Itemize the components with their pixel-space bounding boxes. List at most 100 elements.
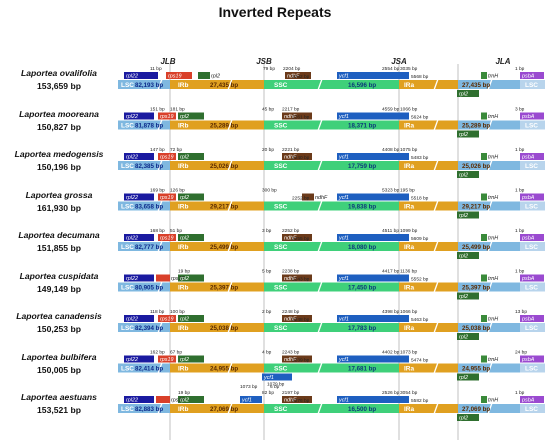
bp-annotation: 4 bp: [262, 350, 272, 356]
gene-rpl2: [457, 130, 479, 138]
break-marker: [227, 402, 233, 415]
segment-label-irb: IRb: [178, 123, 189, 130]
lsc-length: 82,883 bp: [135, 406, 163, 413]
bp-annotation: 5 bp: [262, 269, 272, 275]
ira-length: 25,499 bp: [462, 244, 490, 251]
junction-label-jla: JLA: [495, 57, 511, 66]
segment-label-ssc: SSC: [274, 285, 288, 292]
segment-label-irb: IRb: [178, 163, 189, 170]
break-marker: [487, 402, 493, 415]
segment-lsc-right: [458, 323, 520, 332]
break-marker: [433, 321, 439, 334]
gene-rps19: [158, 315, 176, 322]
bp-annotation: 1066 bp: [400, 107, 418, 113]
bp-annotation: 151 bp: [150, 107, 165, 113]
genome-size: 150,196 bp: [37, 162, 81, 172]
segment-ssc: [264, 242, 337, 251]
gene-label: ndhF: [284, 398, 297, 404]
species-name: Laportea medogensis: [14, 149, 104, 159]
break-marker: [227, 78, 233, 91]
segment-label-irb: IRb: [178, 325, 189, 332]
gene-ycf1: [337, 72, 409, 79]
segment-lsc-left: [118, 242, 170, 251]
gene-rpl22: [124, 193, 154, 201]
gene-label: rpl2: [459, 416, 468, 422]
gene-rpl22: [124, 355, 154, 363]
species-row: [118, 193, 545, 219]
species-name: Laportea aestuans: [21, 392, 97, 402]
species-row: [118, 234, 545, 259]
segment-label-lsc-right: LSC: [525, 123, 538, 130]
gene-label: rpl2: [459, 92, 468, 98]
bp-annotation: 2238 bp: [282, 269, 300, 275]
gene-label: ndhF: [287, 74, 300, 80]
gene-label: trnH: [488, 236, 498, 242]
segment-lsc-right: [458, 404, 520, 413]
gene-label: ndhF: [284, 276, 297, 282]
species-name: Laportea canadensis: [16, 311, 102, 321]
bp-annotation: 1099 bp: [400, 228, 418, 234]
gene-rpl2: [178, 315, 204, 322]
gene-label: ndhF: [284, 236, 297, 242]
ira-length: 24,955 bp: [462, 366, 490, 373]
gene-label: ycf1: [338, 357, 349, 363]
break-marker: [487, 240, 493, 253]
gene-rpl2: [457, 252, 479, 259]
gene-label: trnH: [488, 317, 498, 323]
gene-psbA: [520, 153, 544, 160]
segment-label-lsc-right: LSC: [525, 163, 538, 170]
break-marker: [157, 402, 163, 415]
gene-label: rpl22: [126, 398, 138, 404]
segment-irb: [170, 161, 264, 170]
segment-lsc-left: [118, 120, 170, 130]
segment-ssc: [264, 323, 337, 332]
bp-annotation: 2204 bp: [283, 66, 301, 72]
lsc-length: 83,658 bp: [135, 204, 163, 211]
break-marker: [317, 281, 323, 293]
bp-annotation: 51 bp: [170, 228, 182, 234]
break-marker: [433, 281, 439, 293]
gene-trnH: [481, 274, 487, 282]
ira-length: 25,038 bp: [462, 325, 490, 332]
gene-rpl2: [457, 373, 479, 381]
segment-ira: [399, 201, 458, 211]
species-row: [118, 396, 545, 421]
genome-size: 161,930 bp: [37, 202, 81, 213]
gene-label: ycf1: [338, 114, 349, 120]
segment-ssc: [264, 80, 337, 89]
gene-label: rps19: [160, 357, 174, 363]
genome-size: 149,149 bp: [37, 283, 81, 294]
segment-lsc-left: [118, 404, 170, 413]
genome-size: 150,253 bp: [37, 324, 81, 334]
gene-label: ycf1: [241, 398, 252, 404]
species-row: [118, 72, 545, 97]
segment-ssc: [264, 161, 337, 170]
break-marker: [157, 78, 163, 91]
gene-rpl22: [124, 274, 154, 282]
gene-label: psbA: [521, 74, 535, 80]
segment-irb: [170, 282, 264, 292]
irb-length: 25,289 bp: [210, 123, 238, 130]
bp-annotation: 5609 bp: [411, 236, 429, 242]
ssc-length: 18,371 bp: [348, 123, 376, 130]
bp-annotation: 1136 bp: [400, 269, 417, 275]
bp-annotation: 2276 bp: [292, 398, 310, 404]
segment-label-lsc-right: LSC: [525, 406, 538, 413]
gene-label: psbA: [521, 357, 535, 363]
gene-label: psbA: [521, 236, 535, 242]
species-name: Laportea bulbifera: [21, 351, 97, 362]
genome-size: 151,855 bp: [37, 243, 81, 253]
gene-label: rps19: [160, 155, 174, 161]
segment-ssc-right: [337, 201, 399, 211]
segment-ssc: [264, 201, 337, 211]
break-marker: [227, 200, 233, 212]
bp-annotation: 1079 bp: [267, 382, 285, 388]
segment-lsc-left: [118, 161, 170, 170]
bp-annotation: 2221 bp: [282, 147, 300, 153]
break-marker: [317, 200, 323, 212]
bp-annotation: 2239 bp: [292, 358, 310, 364]
bp-annotation: 118 bp: [150, 309, 165, 315]
gene-psbA: [520, 112, 544, 120]
segment-label-ira: IRa: [404, 123, 415, 130]
bp-annotation: 2217 bp: [282, 107, 300, 113]
